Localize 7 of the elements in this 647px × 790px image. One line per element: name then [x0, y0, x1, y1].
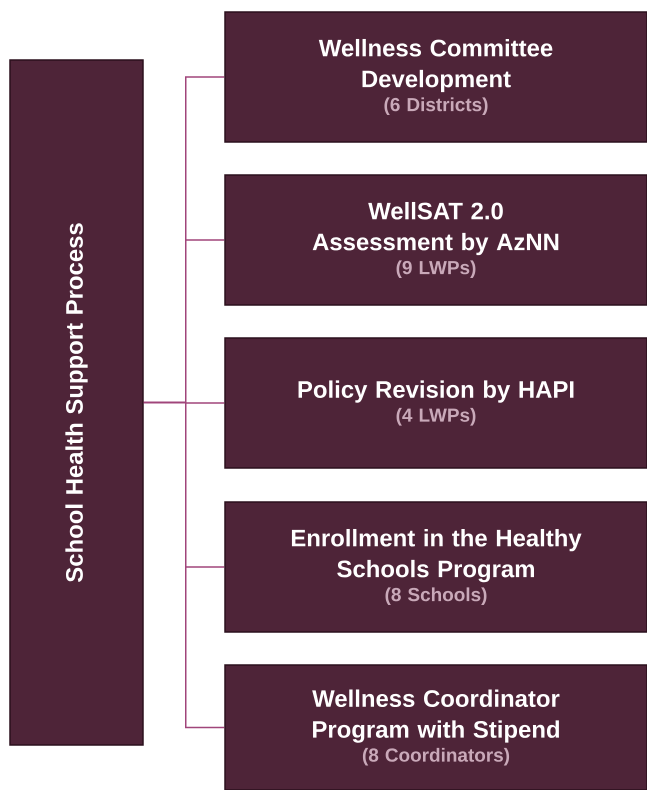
process-box: Policy Revision by HAPI (4 LWPs)	[224, 337, 647, 469]
process-box: WellSAT 2.0 Assessment by AzNN (9 LWPs)	[224, 174, 647, 306]
connector-line	[144, 402, 224, 728]
process-box: Enrollment in the Healthy Schools Program (8 Schools)	[224, 501, 647, 633]
process-box: Wellness Coordinator Program with Stipend (8 Coordinators)	[224, 664, 647, 790]
vertical-title-bar: School Health Support Process	[9, 59, 144, 746]
process-box: Wellness Committee Development (6 Districts)	[224, 11, 647, 143]
